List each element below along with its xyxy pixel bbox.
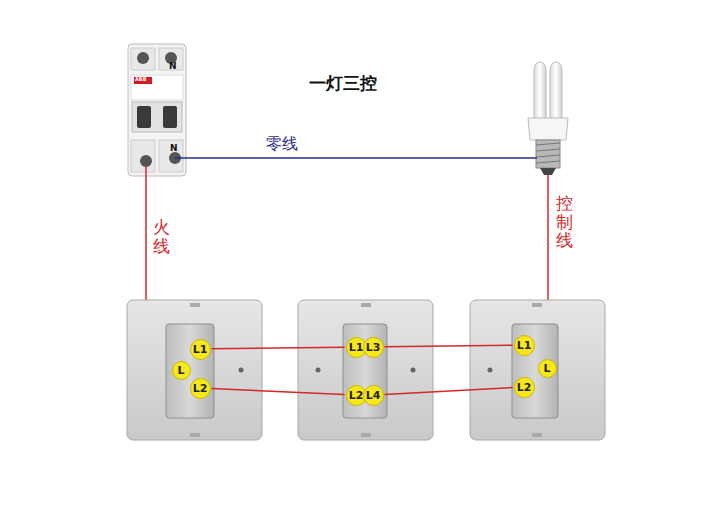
terminal: L <box>538 359 557 378</box>
circuit-breaker <box>128 44 186 176</box>
terminal-mark: N <box>170 144 178 154</box>
traveller-wire <box>211 389 344 395</box>
switch-plate <box>127 300 262 440</box>
terminal-label: L2 <box>193 383 208 394</box>
terminal-label: L <box>543 363 550 374</box>
terminal: L1 <box>190 339 211 360</box>
wire-label: 火线 <box>153 218 170 255</box>
terminal: L2 <box>190 378 211 399</box>
neutral-wire <box>175 157 537 159</box>
switch-plate <box>470 300 605 440</box>
terminal-label: L1 <box>517 340 532 351</box>
terminal-label: L <box>177 365 184 376</box>
traveller-wire <box>384 345 512 347</box>
terminal: L <box>172 361 191 380</box>
traveller-wire <box>211 347 344 349</box>
wire-label: 控制线 <box>556 194 573 250</box>
terminal: L2 <box>514 377 535 398</box>
terminal-label: L1 <box>349 342 364 353</box>
terminal-label: L2 <box>517 382 532 393</box>
terminal-label: L2 <box>349 390 364 401</box>
terminal-label: L1 <box>193 344 208 355</box>
terminal: L4 <box>363 385 384 406</box>
terminal-mark: N <box>169 62 177 72</box>
brand-mark: ABB <box>135 77 147 83</box>
terminal-label: L3 <box>366 342 381 353</box>
traveller-wire <box>384 388 512 395</box>
switch-plate <box>298 300 433 440</box>
diagram-title: 一灯三控 <box>309 72 377 95</box>
terminal: L1 <box>514 335 535 356</box>
wire-label: 零线 <box>266 135 298 153</box>
terminal: L3 <box>363 337 384 358</box>
terminal-label: L4 <box>366 390 381 401</box>
